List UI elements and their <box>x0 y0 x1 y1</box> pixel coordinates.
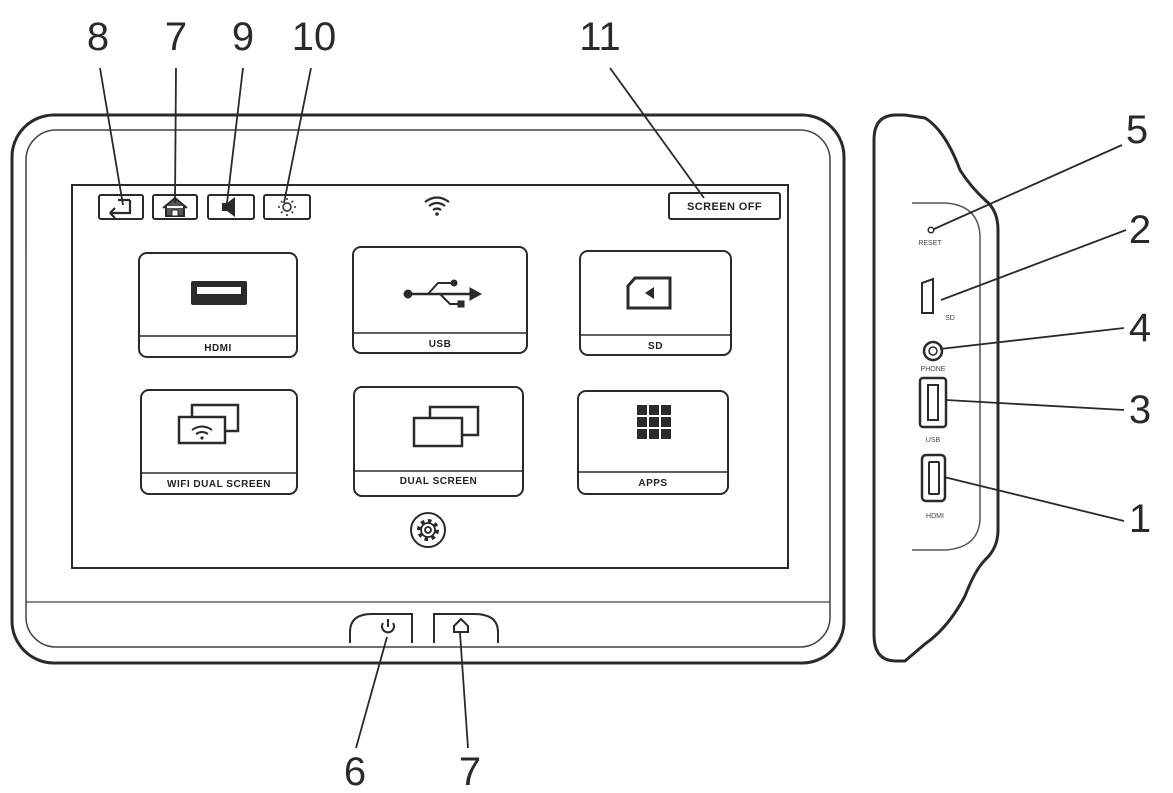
tile-wifi-dual-screen[interactable]: WIFI DUAL SCREEN <box>140 389 298 495</box>
leader-8 <box>99 67 124 206</box>
usb-port-label: USB <box>926 437 941 444</box>
leader-11 <box>609 67 705 199</box>
reset-label: RESET <box>918 240 942 247</box>
callout-9: 9 <box>232 15 254 59</box>
sd-slot[interactable] <box>921 277 934 314</box>
tile-label: USB <box>429 339 452 350</box>
volume-button[interactable] <box>207 194 255 220</box>
tile-apps[interactable]: APPS <box>577 390 729 495</box>
tile-label: APPS <box>638 478 667 489</box>
tile-dual-screen[interactable]: DUAL SCREEN <box>353 386 524 497</box>
home-hardware-button[interactable] <box>433 613 499 643</box>
tile-label: DUAL SCREEN <box>400 476 478 487</box>
apps-grid-icon <box>637 405 671 439</box>
power-icon <box>381 619 395 634</box>
leader-6 <box>355 636 388 749</box>
tile-hdmi[interactable]: HDMI <box>138 252 298 358</box>
callout-2: 2 <box>1129 208 1151 252</box>
usb-port[interactable] <box>918 376 948 429</box>
tile-usb[interactable]: USB <box>352 246 528 354</box>
sd-card-icon <box>626 276 672 310</box>
back-icon <box>109 198 132 219</box>
tile-label: HDMI <box>204 343 232 354</box>
hdmi-port-label: HDMI <box>926 513 944 520</box>
brightness-icon <box>278 198 296 216</box>
dual-screen-icon <box>412 405 480 448</box>
tile-label: WIFI DUAL SCREEN <box>167 479 271 490</box>
home-button-onscreen[interactable] <box>152 194 198 220</box>
screen-off-label: SCREEN OFF <box>687 201 762 213</box>
tile-label: SD <box>648 341 663 352</box>
leader-2 <box>940 229 1127 301</box>
callout-10: 10 <box>292 15 337 59</box>
callout-7-top: 7 <box>165 15 187 59</box>
leader-4 <box>939 327 1125 350</box>
callout-3: 3 <box>1129 388 1151 432</box>
leader-7-bottom <box>459 632 469 749</box>
phone-jack-label: PHONE <box>921 366 946 373</box>
display-screen <box>71 184 789 569</box>
wifi-icon <box>424 196 450 216</box>
callout-8: 8 <box>87 15 109 59</box>
usb-icon <box>403 279 483 308</box>
volume-icon <box>222 197 235 217</box>
power-button[interactable] <box>349 613 413 643</box>
leader-7-top <box>174 67 177 204</box>
tablet-front-view: SCREEN OFF HDMI USB <box>10 113 846 665</box>
wifi-dual-screen-icon <box>177 403 240 445</box>
hdmi-icon <box>191 281 247 305</box>
leader-lines <box>99 67 1127 749</box>
tile-sd[interactable]: SD <box>579 250 732 356</box>
leader-9 <box>226 67 244 204</box>
callout-6: 6 <box>344 750 366 793</box>
tablet-inner-bezel <box>25 129 831 648</box>
back-button[interactable] <box>98 194 144 220</box>
screen-off-button[interactable]: SCREEN OFF <box>668 192 781 220</box>
callout-1: 1 <box>1129 497 1151 541</box>
sd-slot-label: SD <box>945 315 955 322</box>
settings-button[interactable] <box>410 512 446 548</box>
tablet-side-view: RESET SD PHONE USB HDMI <box>872 113 1000 663</box>
home-icon <box>453 617 469 633</box>
leader-3 <box>945 399 1125 411</box>
gear-icon <box>417 519 439 541</box>
callout-numbers: 8 7 9 10 11 5 2 4 3 1 6 7 <box>87 15 1151 793</box>
hdmi-port[interactable] <box>920 453 947 503</box>
callout-4: 4 <box>1129 306 1151 350</box>
side-body-inner-line <box>912 202 981 551</box>
leader-10 <box>283 67 312 204</box>
callout-7-bottom: 7 <box>459 750 481 793</box>
leader-1 <box>943 476 1125 522</box>
callout-5: 5 <box>1126 108 1148 152</box>
leader-5 <box>933 144 1123 230</box>
callout-11: 11 <box>579 15 621 59</box>
brightness-button[interactable] <box>263 194 311 220</box>
reset-hole[interactable] <box>927 226 935 234</box>
